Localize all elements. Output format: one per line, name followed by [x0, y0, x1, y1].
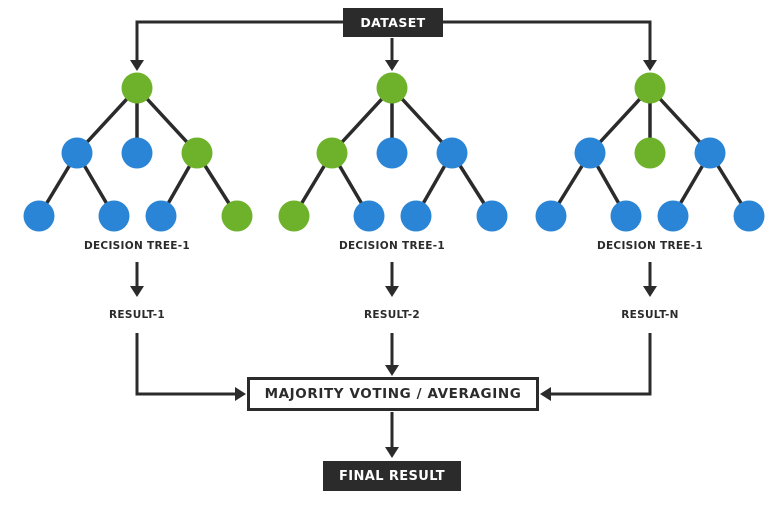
- dataset-label: DATASET: [360, 15, 426, 30]
- tree-1-level1-node-3: [181, 137, 213, 169]
- tree-3-leaf-node-2: [610, 200, 642, 232]
- tree-1-label: DECISION TREE-1: [83, 240, 191, 252]
- dataset-connectors: [135, 20, 652, 62]
- dataset-box: DATASET: [343, 8, 443, 37]
- connector-dataset-tree-1: [135, 20, 343, 62]
- arrowhead-aggregation-top: [385, 365, 399, 376]
- tree-2-leaf-node-2: [353, 200, 385, 232]
- arrowhead-tree-2: [385, 60, 399, 71]
- final-result-box: FINAL RESULT: [323, 461, 461, 491]
- tree-1-level1-node-1: [61, 137, 93, 169]
- tree-2-label: DECISION TREE-1: [338, 240, 446, 252]
- tree-3-label: DECISION TREE-1: [596, 240, 704, 252]
- tree-1-leaf-node-2: [98, 200, 130, 232]
- tree-2-level1-node-2: [376, 137, 408, 169]
- arrowhead-tree-3: [643, 60, 657, 71]
- tree-3-level1-node-1: [574, 137, 606, 169]
- tree-3-level1-node-2: [634, 137, 666, 169]
- arrowhead-result-2: [385, 286, 399, 297]
- tree-2-level1-node-3: [436, 137, 468, 169]
- arrowhead-result-1: [130, 286, 144, 297]
- arrowhead-result-n: [643, 286, 657, 297]
- tree-1-leaf-node-3: [145, 200, 177, 232]
- tree-result-arrowheads: [130, 286, 657, 297]
- arrowhead-tree-1: [130, 60, 144, 71]
- tree-2-root-node: [376, 72, 408, 104]
- aggregation-box: MAJORITY VOTING / AVERAGING: [247, 377, 539, 411]
- result-n-label: RESULT-N: [621, 309, 679, 321]
- aggregation-label: MAJORITY VOTING / AVERAGING: [264, 386, 522, 402]
- arrowhead-aggregation-left: [235, 387, 246, 401]
- tree-3-level1-node-3: [694, 137, 726, 169]
- result-1-label: RESULT-1: [109, 309, 165, 321]
- tree-3-leaf-node-3: [657, 200, 689, 232]
- tree-2-level1-node-1: [316, 137, 348, 169]
- tree-nodes: [23, 72, 765, 232]
- tree-1-level1-node-2: [121, 137, 153, 169]
- tree-3-root-node: [634, 72, 666, 104]
- tree-2-leaf-node-3: [400, 200, 432, 232]
- result-2-label: RESULT-2: [364, 309, 420, 321]
- dataset-arrowheads: [130, 60, 657, 71]
- connector-result-n-aggregation: [550, 333, 652, 396]
- tree-2-leaf-node-1: [278, 200, 310, 232]
- tree-1-leaf-node-4: [221, 200, 253, 232]
- tree-2-leaf-node-4: [476, 200, 508, 232]
- tree-3-leaf-node-1: [535, 200, 567, 232]
- arrowhead-aggregation-right: [540, 387, 551, 401]
- connector-result-1-aggregation: [135, 333, 236, 396]
- tree-1-leaf-node-1: [23, 200, 55, 232]
- result-aggregation-connectors: [135, 333, 652, 396]
- final-result-label: FINAL RESULT: [338, 468, 446, 484]
- tree-1-root-node: [121, 72, 153, 104]
- tree-3-leaf-node-4: [733, 200, 765, 232]
- arrowhead-final: [385, 447, 399, 458]
- tree-result-connectors: [135, 262, 652, 287]
- result-aggregation-arrowheads: [235, 365, 551, 401]
- connector-dataset-tree-3: [443, 20, 652, 62]
